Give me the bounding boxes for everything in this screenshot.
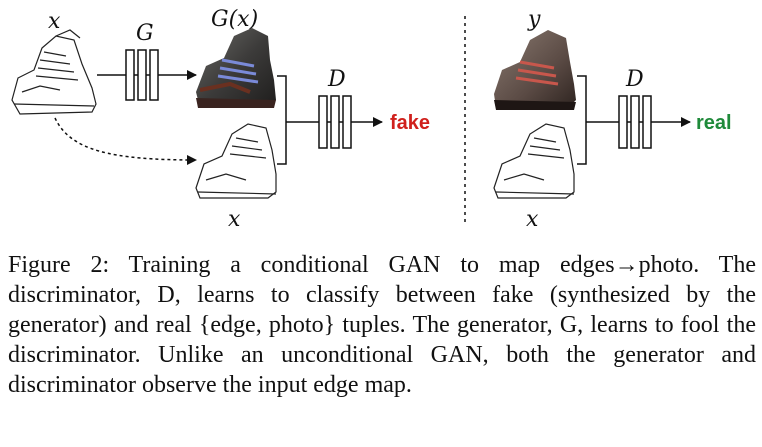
label-disc-right: D	[625, 67, 644, 92]
generator-block	[125, 49, 159, 101]
discriminator-block-right	[618, 95, 652, 149]
figure-caption: Figure 2: Training a conditional GAN to …	[8, 252, 756, 398]
label-disc-left: D	[327, 67, 346, 92]
dashed-arrow-condition	[54, 117, 197, 165]
discriminator-block-left	[318, 95, 352, 149]
bracket-left	[277, 75, 287, 165]
output-real: real	[696, 112, 732, 134]
edge-shoe-input	[11, 29, 97, 115]
label-x-right-bottom: x	[526, 207, 539, 232]
label-g-of-x: G(x)	[211, 7, 258, 32]
real-shoe-photo	[494, 30, 576, 110]
edge-shoe-condition-left	[195, 123, 277, 199]
edge-shoe-condition-right	[493, 123, 575, 199]
output-fake: fake	[390, 112, 430, 134]
generated-shoe-photo	[196, 28, 276, 108]
label-x-input: x	[48, 9, 61, 34]
label-x-left-bottom: x	[228, 207, 241, 232]
label-y: y	[527, 7, 541, 32]
gan-diagram: x G G(x) x D fake y	[11, 7, 732, 232]
label-generator: G	[136, 21, 154, 46]
bracket-right	[577, 75, 587, 165]
